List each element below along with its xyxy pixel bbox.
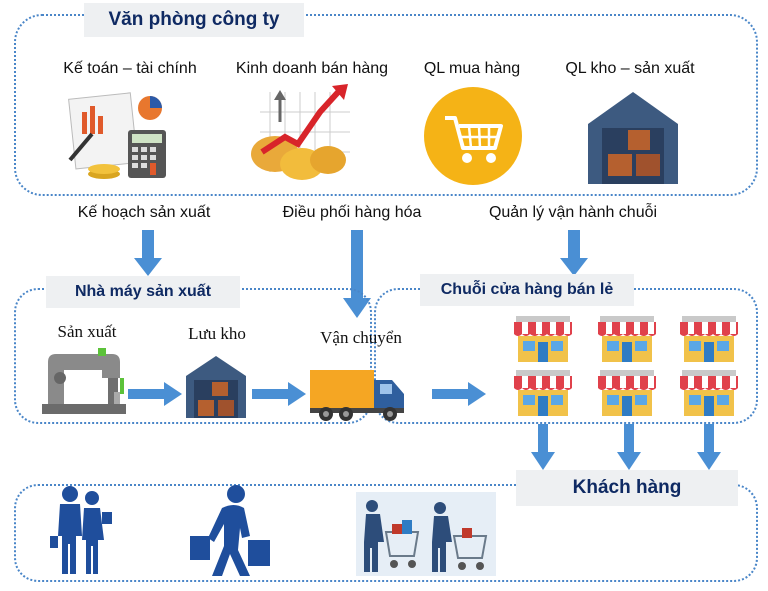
flow-chain-operation-label: Quản lý vận hành chuỗi bbox=[488, 204, 658, 221]
retail-title: Chuỗi cửa hàng bán lẻ bbox=[420, 274, 634, 306]
sewing-machine-icon bbox=[42, 348, 126, 414]
store-icon bbox=[514, 370, 572, 416]
store-icon bbox=[598, 370, 656, 416]
warehouse-icon bbox=[588, 92, 678, 184]
delivery-truck-icon bbox=[310, 370, 404, 421]
transport-label: Vận chuyển bbox=[320, 328, 402, 347]
office-panel bbox=[14, 14, 758, 196]
store-icon bbox=[680, 316, 738, 362]
customers-panel bbox=[14, 484, 758, 582]
flow-production-plan-label: Kế hoạch sản xuất bbox=[77, 204, 211, 221]
office-title: Văn phòng công ty bbox=[84, 3, 304, 37]
dept-purchasing-label: QL mua hàng bbox=[423, 60, 521, 77]
store-icon bbox=[514, 316, 572, 362]
shopping-couple-icon bbox=[50, 486, 112, 574]
dept-accounting-label: Kế toán – tài chính bbox=[63, 60, 197, 77]
factory-title: Nhà máy sản xuất bbox=[46, 276, 240, 308]
arrow-down-production-plan bbox=[134, 230, 162, 276]
arrow-down-store-customer-3 bbox=[697, 424, 721, 470]
arrow-down-store-customer-1 bbox=[531, 424, 555, 470]
arrow-right-storage-transport bbox=[252, 382, 306, 406]
arrow-down-chain-operation bbox=[560, 230, 588, 276]
shoppers-with-carts-icon bbox=[356, 492, 496, 576]
arrow-right-production-storage bbox=[128, 382, 182, 406]
dept-sales-label: Kinh doanh bán hàng bbox=[235, 60, 389, 77]
store-icon bbox=[680, 370, 738, 416]
factory-warehouse-icon bbox=[186, 356, 246, 418]
store-icon bbox=[598, 316, 656, 362]
shopping-cart-icon bbox=[424, 87, 522, 185]
arrow-down-store-customer-2 bbox=[617, 424, 641, 470]
storage-label: Lưu kho bbox=[188, 324, 246, 343]
production-label: Sản xuất bbox=[57, 322, 117, 341]
customers-title: Khách hàng bbox=[516, 470, 738, 506]
sales-growth-chart-icon bbox=[251, 84, 350, 180]
flow-goods-coordination-label: Điều phối hàng hóa bbox=[282, 204, 422, 221]
dept-warehouse-label: QL kho – sản xuất bbox=[565, 60, 695, 77]
retail-stores-group bbox=[514, 316, 738, 416]
shopper-with-bags-icon bbox=[190, 485, 270, 576]
accounting-calculator-icon bbox=[68, 92, 166, 179]
arrow-right-transport-retail bbox=[432, 382, 486, 406]
